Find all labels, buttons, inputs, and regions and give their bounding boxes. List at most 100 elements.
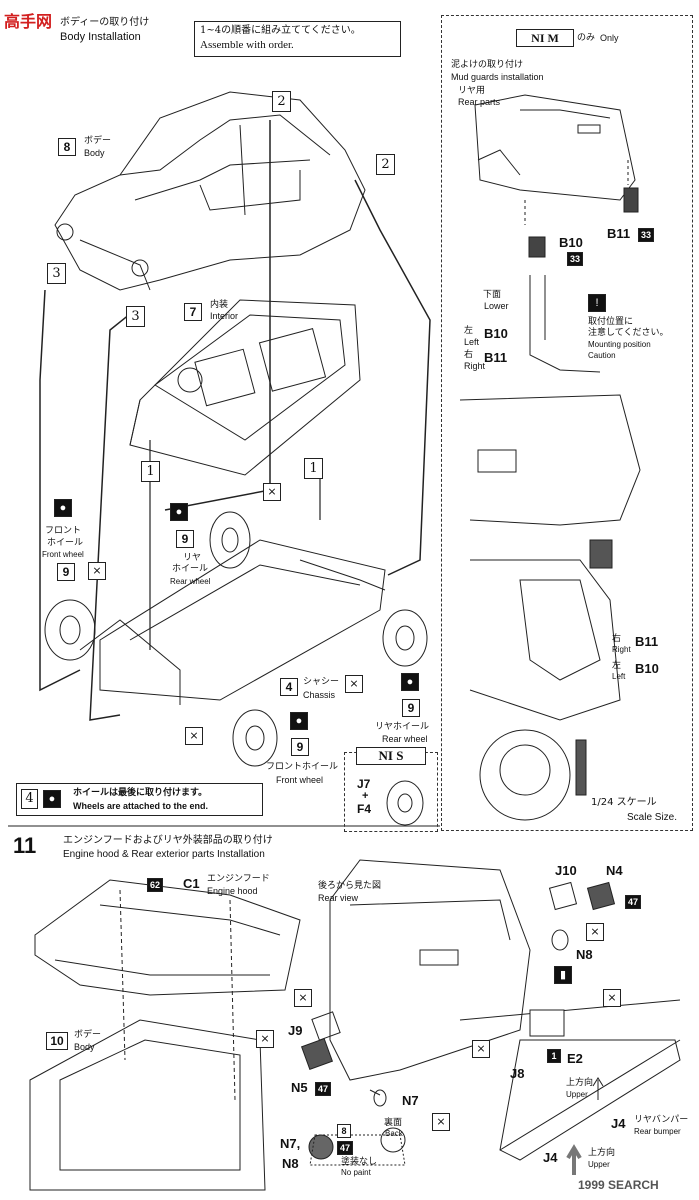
glue-icon: ● (43, 790, 61, 808)
callout-2-right: 2 (376, 154, 395, 175)
front-wheel-bottom-number: 9 (291, 738, 309, 756)
watermark: 1999 SEARCH (578, 1178, 659, 1192)
chassis-part-number: 4 (280, 678, 298, 696)
j4-en: Rear bumper (634, 1127, 681, 1136)
e2-number: 1 (547, 1049, 561, 1063)
no-glue-icon: ⨯ (185, 727, 203, 745)
no-glue-icon: ⨯ (294, 989, 312, 1007)
note-en: Wheels are attached to the end. (73, 801, 209, 811)
no-glue-icon: ⨯ (603, 989, 621, 1007)
rear-wheel-jp1: リヤ (183, 553, 202, 563)
nim-only-en: Only (600, 33, 619, 43)
part-n8: N8 (576, 947, 593, 962)
callout-3-left: 3 (47, 263, 66, 284)
right-jp: 右 (464, 350, 474, 360)
scale-jp: 1/24 スケール (591, 797, 657, 808)
nis-j7: J7 (357, 777, 371, 791)
right-en: Right (464, 361, 486, 371)
b11-color: 33 (638, 228, 654, 242)
rear-wheel-right-number: 9 (402, 699, 420, 717)
left-jp: 左 (464, 326, 474, 336)
interior-label-en: Interior (210, 311, 239, 321)
b11-part: B11 (607, 226, 631, 241)
logo-text: 高手网 (4, 12, 53, 31)
order-note-box: 1~4の順番に組み立ててください。 Assemble with order. (194, 21, 401, 57)
hood-part: C1 (183, 876, 200, 891)
nopaint-jp: 塗装なし (341, 1157, 378, 1167)
note-jp: ホイールは最後に取り付けます。 (73, 788, 208, 798)
nis-badge: NI S (356, 747, 426, 765)
part-e2: E2 (567, 1051, 583, 1066)
caution-jp2: 注意してください。 (588, 328, 669, 338)
chassis-label-jp: シャシー (303, 677, 340, 687)
rear-wheel-en: Rear wheel (170, 577, 211, 586)
rear-wheel-right-en: Rear wheel (382, 734, 428, 744)
site-logo: 高手网 (4, 8, 72, 31)
glue-icon: ● (401, 673, 419, 691)
part-j4: J4 (611, 1116, 626, 1131)
nopaint-en: No paint (341, 1168, 371, 1177)
wheel-note-box: 4 ● ホイールは最後に取り付けます。 Wheels are attached … (16, 783, 263, 816)
note-callout-4: 4 (21, 789, 38, 809)
part-j10: J10 (555, 863, 577, 878)
mudguard-title-jp: 泥よけの取り付け (451, 60, 524, 70)
part-j9: J9 (288, 1023, 303, 1038)
lower-en: Lower (484, 301, 509, 311)
upper-en-1: Upper (566, 1090, 588, 1099)
interior-part-number: 7 (184, 303, 202, 321)
part-n5: N5 (291, 1080, 308, 1095)
n7n8-number: 8 (337, 1124, 351, 1138)
body-step11-jp: ボデー (74, 1030, 102, 1040)
callout-2-top: 2 (272, 91, 291, 112)
b11-lower: B11 (635, 634, 659, 649)
nim-only-jp: のみ (577, 33, 596, 43)
step11-title-jp: エンジンフードおよびリヤ外装部品の取り付け (63, 835, 273, 846)
rear-wheel-right-jp: リヤホイール (375, 722, 430, 732)
part-n8b: N8 (282, 1156, 299, 1171)
part-j8: J8 (510, 1066, 525, 1081)
body-label-jp: ボデー (84, 136, 112, 146)
caution-icon: ! (588, 294, 606, 312)
upper-en-2: Upper (588, 1160, 610, 1169)
front-wheel-jp2: ホイール (47, 538, 84, 548)
interior-label-jp: 内装 (210, 300, 229, 310)
body-part-number: 8 (58, 138, 76, 156)
right-jp-lower: 右 (612, 634, 622, 644)
step10-title-jp: ボディーの取り付け (60, 17, 150, 28)
upper-jp-1: 上方向 (566, 1078, 594, 1088)
back-en: Back (385, 1129, 403, 1138)
order-note-en: Assemble with order. (200, 39, 294, 51)
upper-jp-2: 上方向 (588, 1148, 616, 1158)
part-n4: N4 (606, 863, 623, 878)
glue-icon: ● (290, 712, 308, 730)
part-n7: N7 (402, 1093, 419, 1108)
front-wheel-number: 9 (57, 563, 75, 581)
n4-color: 47 (625, 895, 641, 909)
n7n8-color: 47 (337, 1141, 353, 1155)
front-wheel-en: Front wheel (42, 550, 84, 559)
body-step11-en: Body (74, 1042, 95, 1052)
callout-1-left: 1 (141, 461, 160, 482)
left-jp-lower: 左 (612, 661, 622, 671)
nim-option-panel (441, 15, 693, 831)
order-note-jp: 1~4の順番に組み立ててください。 (200, 25, 361, 36)
j4-jp: リヤバンパー (634, 1115, 689, 1125)
body-step11-number: 10 (46, 1032, 68, 1050)
caution-en1: Mounting position (588, 340, 651, 349)
nim-badge: NI M (516, 29, 574, 47)
no-glue-icon: ⨯ (432, 1113, 450, 1131)
rear-wheel-jp2: ホイール (172, 564, 209, 574)
front-wheel-bottom-jp: フロントホイール (266, 762, 339, 772)
no-glue-icon: ⨯ (586, 923, 604, 941)
scale-en: Scale Size. (627, 812, 678, 823)
rear-view-jp: 後ろから見た図 (318, 881, 382, 891)
no-glue-icon: ⨯ (88, 562, 106, 580)
left-en: Left (464, 337, 480, 347)
no-glue-icon: ⨯ (256, 1030, 274, 1048)
part-n7-n8: N7, (280, 1136, 301, 1151)
no-glue-icon: ⨯ (263, 483, 281, 501)
hood-jp: エンジンフード (207, 874, 270, 884)
glue-icon: ● (170, 503, 188, 521)
front-wheel-jp1: フロント (45, 526, 82, 536)
